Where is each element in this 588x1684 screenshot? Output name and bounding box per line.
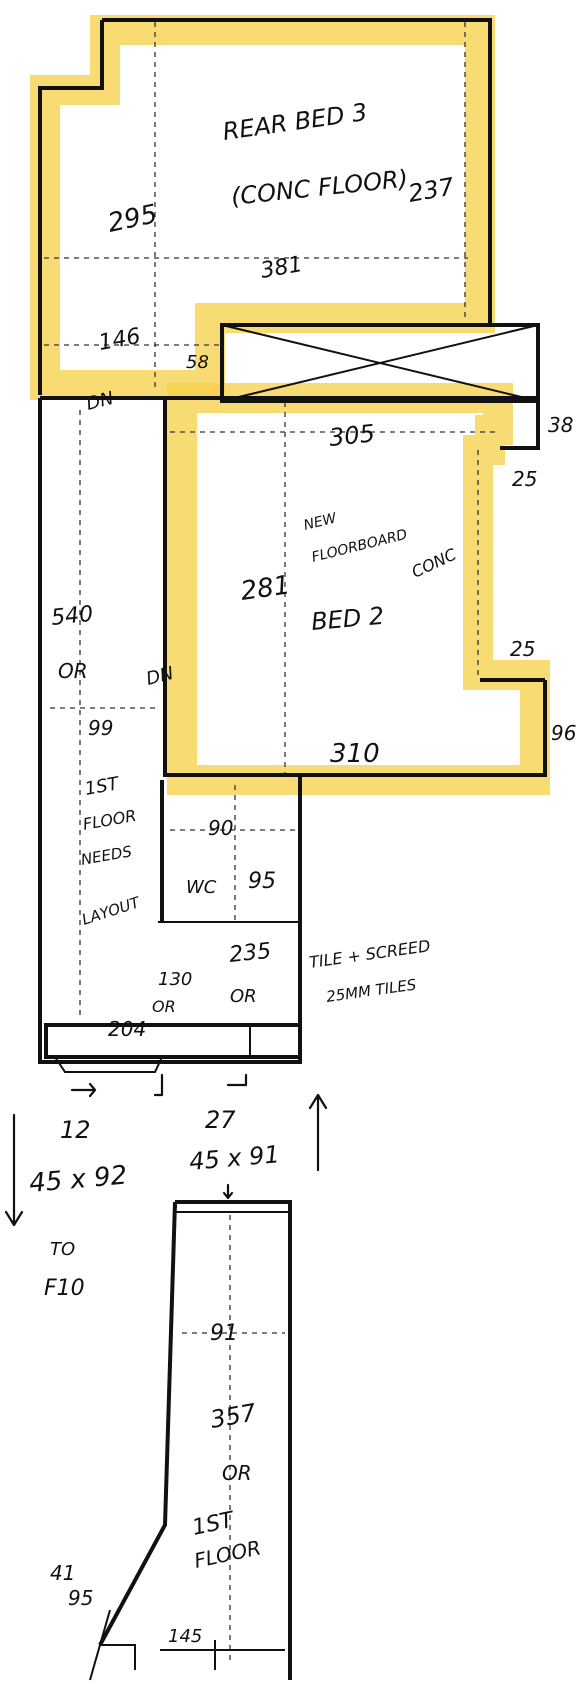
arrow-down-small — [222, 1183, 234, 1200]
dim-357: 357 — [208, 1398, 259, 1434]
first-floor-note-2: FLOOR — [81, 806, 137, 834]
new-floorboard-note-1: NEW — [302, 510, 339, 534]
new-floorboard-note-2: FLOORBOARD — [310, 527, 409, 566]
arrow-bracket-a — [153, 1073, 164, 1097]
dim-145: 145 — [168, 1626, 202, 1647]
rear-bed-3-walls — [38, 18, 492, 395]
dim-12: 12 — [60, 1116, 91, 1144]
dim-237: 237 — [406, 172, 457, 208]
dim-25-top: 25 — [512, 467, 537, 491]
arrow-up-right — [308, 1093, 328, 1172]
conc-floor-note: (CONC FLOOR) — [230, 165, 410, 211]
arrow-12-small — [70, 1082, 97, 1098]
bed-2-walls — [40, 396, 547, 777]
dim-38: 38 — [548, 413, 573, 437]
dim-90: 90 — [208, 816, 233, 840]
dim-204: 204 — [108, 1017, 146, 1041]
dim-310: 310 — [330, 739, 380, 769]
stair-void-cross-b — [221, 324, 539, 402]
first-floor-note-4: LAYOUT — [80, 893, 144, 929]
landing-labels: DN DN 540 OR 99 1ST FLOOR NEEDS LAYOUT — [50, 388, 176, 929]
dim-281: 281 — [239, 570, 292, 607]
dim-146: 146 — [97, 324, 143, 356]
wc-labels: 90 WC 95 130 235 OR OR TILE + SCREED 25M… — [108, 816, 431, 1041]
to-f10-1: TO — [50, 1239, 75, 1260]
dim-27: 27 — [205, 1106, 236, 1134]
wc-walls — [160, 780, 302, 922]
dim-99: 99 — [88, 716, 113, 740]
stair-void-box — [220, 323, 540, 403]
dim-95-lower: 95 — [68, 1586, 93, 1610]
rear-bed-3-title: REAR BED 3 — [221, 98, 369, 146]
first-floor-note-3: NEEDS — [80, 842, 134, 869]
dim-540-or: OR — [58, 659, 88, 683]
tile-25mm-note: 25MM TILES — [325, 975, 418, 1006]
dim-96: 96 — [551, 721, 576, 745]
landing-bottom-box — [44, 1023, 302, 1059]
conc-note: CONC — [409, 544, 460, 581]
or-label-c: OR — [222, 1461, 252, 1485]
lower-stair-cut-line — [89, 1609, 111, 1681]
wc-title: WC — [186, 877, 217, 898]
arrow-down-left — [4, 1113, 24, 1227]
first-floor-note-1: 1ST — [83, 773, 122, 800]
dim-381: 381 — [259, 252, 305, 284]
size-45x91: 45 x 91 — [188, 1140, 281, 1176]
lower-stair-labels: 91 357 OR 1ST FLOOR 41 95 145 — [50, 1321, 263, 1647]
dim-540: 540 — [50, 602, 94, 631]
bed-2-title: BED 2 — [310, 602, 385, 636]
lower-stair-walls — [98, 1200, 292, 1680]
dim-305: 305 — [328, 419, 376, 452]
landing-bottom-step — [54, 1056, 163, 1073]
dim-58: 58 — [186, 352, 209, 373]
dim-295: 295 — [105, 199, 160, 239]
arrow-bracket-b — [226, 1073, 248, 1087]
dim-91: 91 — [210, 1321, 238, 1346]
dim-25-bottom: 25 — [510, 637, 535, 661]
dim-130: 130 — [158, 969, 192, 990]
tile-screed-note: TILE + SCREED — [308, 936, 432, 972]
lower-stair-bottom-bracket — [100, 1640, 285, 1670]
highlight-bed-2 — [167, 383, 550, 795]
bottom-connector-labels: 12 27 45 x 92 45 x 91 TO F10 — [28, 1106, 281, 1301]
first-floor-lower-2: FLOOR — [192, 1535, 263, 1572]
to-f10-2: F10 — [44, 1276, 85, 1301]
or-label-b: OR — [230, 986, 257, 1007]
size-45x92: 45 x 92 — [28, 1161, 128, 1199]
dim-41: 41 — [50, 1561, 75, 1585]
or-label-a: OR — [152, 997, 176, 1016]
dim-235: 235 — [228, 939, 272, 968]
dim-95: 95 — [248, 869, 276, 894]
